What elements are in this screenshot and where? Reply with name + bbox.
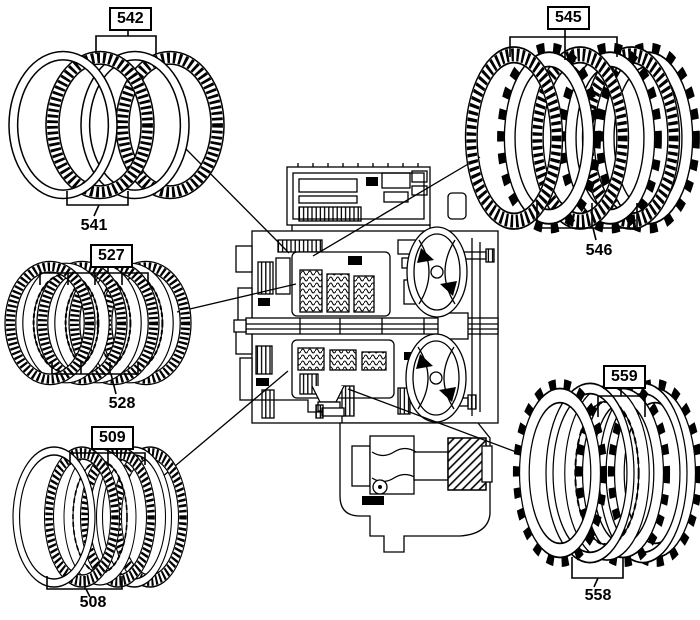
clutch-pack-545-546 bbox=[466, 47, 697, 229]
bracket-541 bbox=[66, 191, 129, 217]
callout-label-528: 528 bbox=[108, 395, 136, 412]
clutch-pack-527-528 bbox=[5, 261, 191, 384]
bracket-546 bbox=[536, 203, 638, 241]
bracket-558 bbox=[571, 557, 624, 588]
callout-box-527: 527 bbox=[90, 244, 133, 268]
leader-line-527 bbox=[176, 283, 297, 313]
bracket-545 bbox=[509, 30, 618, 60]
clutch-pack-509-508 bbox=[12, 447, 188, 587]
leader-line-509 bbox=[161, 370, 289, 478]
clutch-pack-559-558 bbox=[516, 383, 699, 562]
callout-label-558: 558 bbox=[584, 587, 612, 604]
leader-line-545 bbox=[312, 156, 481, 257]
bracket-508 bbox=[46, 576, 123, 598]
lower-clutch-assembly bbox=[255, 339, 477, 419]
callout-box-559: 559 bbox=[603, 365, 646, 389]
leader-line-542 bbox=[184, 147, 290, 254]
bracket-528 bbox=[51, 362, 139, 395]
torque-converter bbox=[405, 226, 481, 423]
bracket-527 bbox=[39, 268, 149, 285]
callout-box-509: 509 bbox=[91, 426, 134, 450]
output-housing bbox=[315, 404, 493, 553]
valve-body bbox=[286, 163, 431, 226]
bracket-542 bbox=[95, 30, 157, 54]
callout-box-545: 545 bbox=[547, 6, 590, 30]
callout-label-541: 541 bbox=[80, 217, 108, 234]
callout-brackets bbox=[39, 30, 646, 598]
clutch-pack-542-541 bbox=[8, 52, 224, 199]
callout-label-508: 508 bbox=[79, 594, 107, 611]
transmission-cross-section bbox=[233, 163, 499, 553]
leader-line-559 bbox=[347, 388, 528, 457]
bracket-509 bbox=[69, 450, 146, 465]
bracket-559 bbox=[597, 389, 646, 417]
callout-label-546: 546 bbox=[585, 242, 613, 259]
callout-box-542: 542 bbox=[109, 7, 152, 31]
